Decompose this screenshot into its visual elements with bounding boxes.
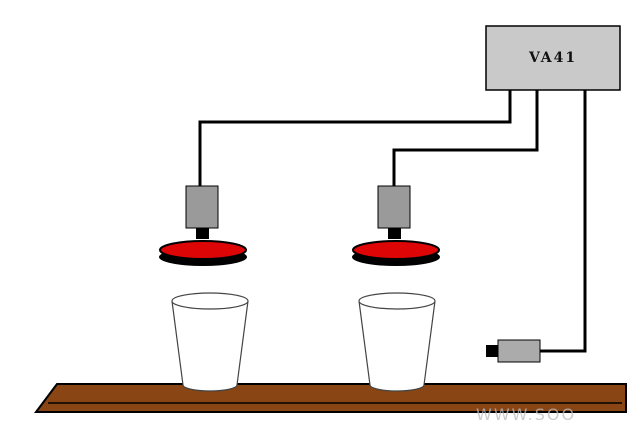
right-cup-rim bbox=[358, 292, 436, 310]
left-sensor-body bbox=[185, 185, 219, 229]
left-cup-body bbox=[171, 300, 249, 392]
table bbox=[34, 383, 627, 413]
right-cup bbox=[358, 292, 436, 392]
right-cup-body bbox=[358, 300, 436, 392]
watermark-text: WWW.SOO bbox=[476, 405, 576, 424]
right-disc-top bbox=[352, 240, 440, 260]
left-sensor bbox=[185, 185, 219, 239]
left-disc bbox=[159, 240, 247, 266]
wire-to-right-sensor bbox=[392, 90, 539, 186]
left-cup bbox=[171, 292, 249, 392]
wire-to-left-sensor bbox=[198, 90, 512, 186]
wires bbox=[198, 90, 587, 353]
control-box-body bbox=[485, 25, 621, 91]
bottom-device-connector bbox=[486, 345, 498, 357]
right-sensor bbox=[377, 185, 411, 239]
right-sensor-body bbox=[377, 185, 411, 229]
right-sensor-connector bbox=[388, 228, 401, 239]
bottom-device bbox=[486, 339, 541, 363]
wire-to-bottom-device bbox=[540, 90, 587, 353]
bottom-device-body bbox=[497, 339, 541, 363]
left-disc-top bbox=[159, 240, 247, 260]
control-box-label: VA41 bbox=[528, 50, 577, 66]
left-sensor-connector bbox=[196, 228, 209, 239]
left-cup-rim bbox=[171, 292, 249, 310]
control-box: VA41 bbox=[485, 25, 621, 91]
right-disc bbox=[352, 240, 440, 266]
table-top bbox=[34, 383, 627, 413]
